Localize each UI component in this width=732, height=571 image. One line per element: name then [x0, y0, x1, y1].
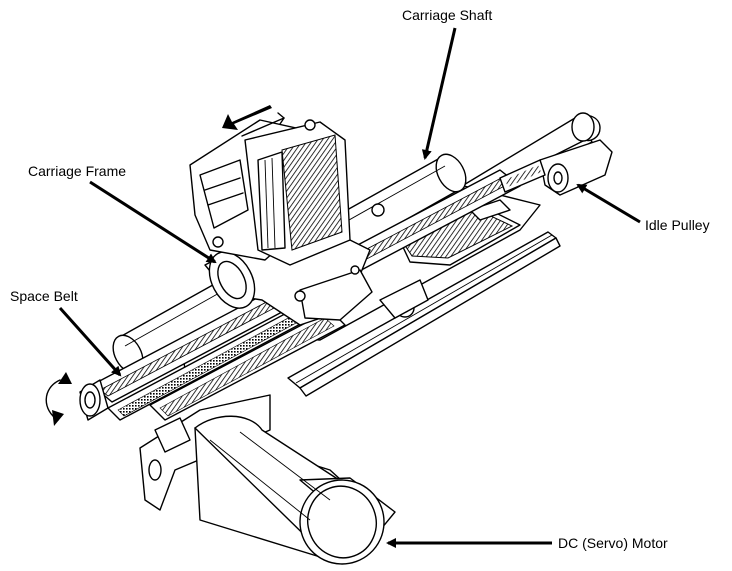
leader-idle-pulley [576, 183, 641, 224]
leader-carriage-frame [89, 180, 217, 264]
leader-space-belt [58, 306, 122, 377]
label-space-belt: Space Belt [10, 288, 78, 304]
label-idle-pulley: Idle Pulley [645, 217, 710, 233]
print-head [189, 119, 385, 266]
dc-servo-motor [139, 394, 396, 565]
idle-pulley [499, 139, 613, 196]
leader-carriage-shaft [421, 27, 457, 160]
carriage-direction-arrows [222, 105, 285, 137]
label-carriage-frame: Carriage Frame [28, 163, 126, 179]
front-guide-rail [287, 231, 561, 397]
label-carriage-shaft: Carriage Shaft [402, 7, 492, 23]
drive-pulley [45, 372, 109, 426]
leader-lines [58, 27, 641, 548]
label-dc-servo-motor: DC (Servo) Motor [558, 535, 668, 551]
